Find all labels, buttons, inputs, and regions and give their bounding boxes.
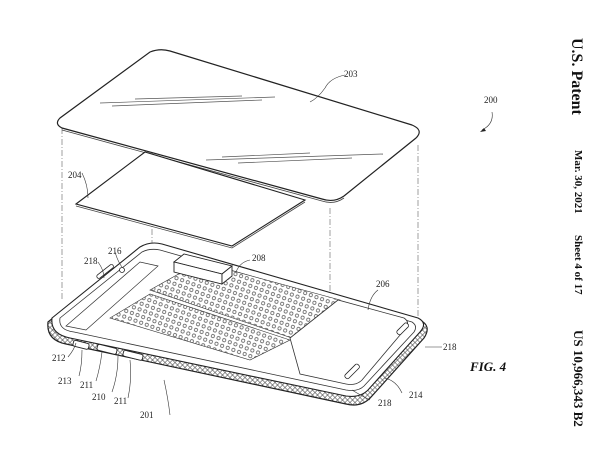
patent-date: Mar. 30, 2021: [572, 150, 584, 214]
housing-201: [47, 242, 428, 406]
svg-text:218: 218: [443, 342, 457, 352]
patent-number: US 10,966,343 B2: [571, 330, 586, 427]
patent-label: U.S. Patent: [568, 38, 585, 115]
svg-text:201: 201: [140, 410, 154, 420]
svg-text:212: 212: [52, 353, 66, 363]
svg-text:206: 206: [376, 279, 390, 289]
svg-text:210: 210: [92, 392, 106, 402]
cover-glass-203: [56, 49, 420, 203]
reference-numerals: 203 200 204 208 206 216 218 212 213 211 …: [52, 69, 498, 420]
display-layer-204: [74, 151, 307, 249]
svg-text:213: 213: [58, 376, 72, 386]
svg-text:216: 216: [108, 246, 122, 256]
svg-text:211: 211: [80, 380, 93, 390]
side-buttons: [72, 339, 144, 361]
svg-text:200: 200: [484, 95, 498, 105]
svg-text:211: 211: [114, 396, 127, 406]
svg-text:218: 218: [378, 398, 392, 408]
figure-label: FIG. 4: [469, 359, 507, 374]
sheet-number: Sheet 4 of 17: [572, 235, 584, 295]
svg-text:204: 204: [68, 170, 82, 180]
svg-text:208: 208: [252, 253, 266, 263]
svg-text:214: 214: [409, 390, 423, 400]
component-block-208: [173, 253, 233, 285]
svg-text:218: 218: [84, 256, 98, 266]
svg-text:203: 203: [344, 69, 358, 79]
